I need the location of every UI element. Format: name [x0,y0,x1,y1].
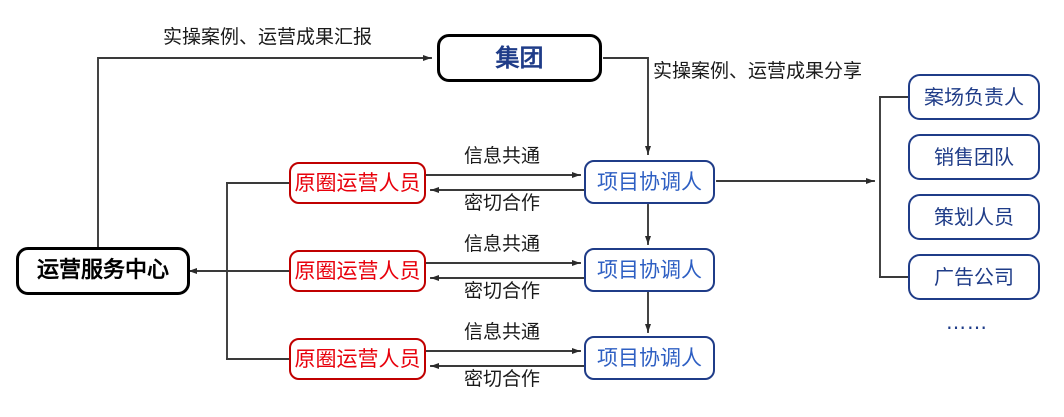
node-service-center[interactable]: 运营服务中心 [16,247,190,295]
node-role-planner[interactable]: 策划人员 [908,194,1040,240]
edge-label-row3-info-share: 信息共通 [464,321,541,343]
edge-label-row3-close-cooperation: 密切合作 [464,368,541,390]
edge-label-row2-info-share: 信息共通 [464,233,541,255]
node-role-ad-agency[interactable]: 广告公司 [908,254,1040,300]
node-role-sales-team[interactable]: 销售团队 [908,134,1040,180]
node-operator-3[interactable]: 原圈运营人员 [289,338,426,380]
edge-label-report-to-group: 实操案例、运营成果汇报 [163,26,373,48]
node-role-site-manager[interactable]: 案场负责人 [908,74,1040,120]
edge-label-row1-info-share: 信息共通 [464,145,541,167]
node-coordinator-1[interactable]: 项目协调人 [584,160,715,204]
edge-group-to-coordinator-1 [603,57,651,155]
node-coordinator-3[interactable]: 项目协调人 [584,336,715,380]
node-coordinator-2[interactable]: 项目协调人 [584,248,715,292]
node-roles-more-ellipsis: …… [946,310,988,334]
node-operator-1[interactable]: 原圈运营人员 [289,162,426,204]
edge-label-row1-close-cooperation: 密切合作 [464,192,541,214]
edge-servicecenter-to-group [97,55,432,263]
edge-label-row2-close-cooperation: 密切合作 [464,280,541,302]
node-group[interactable]: 集团 [437,34,602,82]
node-operator-2[interactable]: 原圈运营人员 [289,250,426,292]
edge-label-share-from-group: 实操案例、运营成果分享 [653,60,863,82]
